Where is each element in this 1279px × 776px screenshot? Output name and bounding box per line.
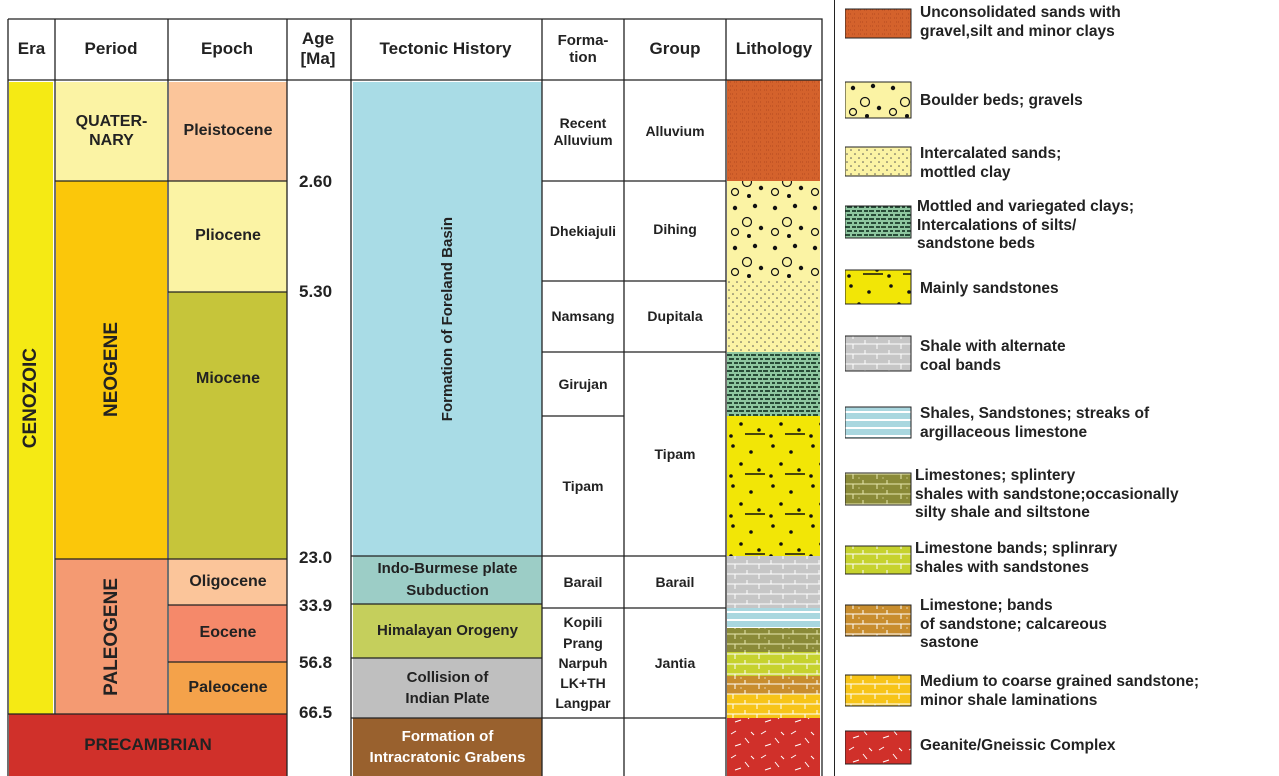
epoch-eocene: Eocene [169,605,287,662]
header-age: Age [Ma] [300,29,336,68]
lithology-column [727,80,820,776]
lith-shales-sandstones [727,608,820,628]
header-lithology: Lithology [735,39,813,59]
era-precambrian: PRECAMBRIAN [9,714,287,776]
lith-boulder-beds [727,181,820,281]
legend-item: Mottled and variegated clays; Intercalat… [917,198,1135,253]
legend-item: Intercalated sands; mottled clay [920,145,1062,181]
age-label: 66.5 [299,703,333,722]
legend: Unconsolidated sands with gravel,silt an… [834,0,1279,776]
age-label: 56.8 [299,653,333,672]
stratigraphic-table: Era Period Epoch Age [Ma] Tectonic Histo… [7,18,823,776]
tectonic-indo-burmese: Indo-Burmese plate Subduction [353,556,542,604]
lith-limestone-brown [727,676,820,694]
legend-item: Limestones; splintery shales with sandst… [915,467,1179,522]
legend-item: Limestone; bands of sandstone; calcareou… [920,597,1107,652]
group-jantia: Jantia [654,654,696,671]
legend-swatches [845,8,912,765]
legend-item: Limestone bands; splinrary shales with s… [915,540,1118,576]
tectonic-foreland-basin: Formation of Foreland Basin [353,82,542,556]
formation-tipam: Tipam [562,477,604,494]
legend-item: Shale with alternate coal bands [920,338,1066,374]
lith-mottled-clays [727,352,820,416]
group-barail: Barail [655,573,695,590]
lith-coarse-sandstone [727,694,820,718]
group-tipam: Tipam [654,445,696,462]
header-period: Period [84,39,138,59]
period-neogene: NEOGENE [56,181,167,559]
legend-item: Shales, Sandstones; streaks of argillace… [920,405,1150,441]
period-paleogene: PALEOGENE [56,559,167,714]
legend-swatch [845,472,912,506]
table-grid [7,18,823,776]
group-alluvium: Alluvium [645,123,705,140]
legend-item: Mainly sandstones [920,280,1059,297]
header-epoch: Epoch [201,39,253,59]
lith-unconsolidated-sands [727,80,820,181]
legend-item: Unconsolidated sands with gravel,silt an… [920,4,1121,40]
lith-granite [727,718,820,776]
age-label: 23.0 [299,548,333,567]
formation-girujan: Girujan [558,375,608,392]
legend-item: Boulder beds; gravels [920,92,1083,109]
lith-limestones-splintery [727,628,820,652]
header-group: Group [649,39,701,59]
formation-recent-alluvium: Recent Alluvium [553,115,613,148]
formation-dhekiajuli: Dhekiajuli [549,222,617,239]
legend-swatch [845,146,912,177]
group-dihing: Dihing [653,221,697,237]
header-tectonic-history: Tectonic History [379,39,512,59]
legend-swatch [845,335,912,372]
header-formation: Forma- tion [557,31,609,66]
legend-swatch [845,81,912,119]
legend-item: Geanite/Gneissic Complex [920,737,1116,754]
epoch-pleistocene: Pleistocene [169,82,287,181]
era-cenozoic: CENOZOIC [9,82,53,714]
legend-swatch [845,604,912,637]
lith-sandstones [727,416,820,556]
group-dupitala: Dupitala [647,308,703,325]
age-label: 5.30 [299,282,333,301]
formation-namsang: Namsang [551,308,615,325]
legend-swatch [845,205,912,239]
header-era: Era [17,39,46,59]
legend-swatch [845,406,912,439]
tectonic-himalayan-orogeny: Himalayan Orogeny [353,604,542,658]
period-quaternary: QUATER- NARY [56,82,167,181]
epoch-pliocene: Pliocene [169,181,287,292]
lith-limestone-bands [727,652,820,676]
lith-shale-coal [727,556,820,608]
lith-intercalated-sands [727,281,820,352]
legend-swatch [845,8,912,39]
legend-swatch [845,674,912,707]
legend-swatch [845,545,912,575]
legend-swatch [845,730,912,765]
epoch-miocene: Miocene [169,292,287,559]
epoch-paleocene: Paleocene [169,662,287,714]
epoch-oligocene: Oligocene [169,559,287,605]
legend-item: Medium to coarse grained sandstone; mino… [920,673,1200,709]
tectonic-grabens: Formation of Intracratonic Grabens [353,718,542,776]
tectonic-collision: Collision of Indian Plate [353,658,542,718]
age-label: 33.9 [299,596,333,615]
formation-jantia-units: Kopili Prang Narpuh LK+TH Langpar [555,614,611,712]
formation-barail: Barail [563,573,603,590]
age-label: 2.60 [299,172,333,191]
legend-swatch [845,269,912,305]
